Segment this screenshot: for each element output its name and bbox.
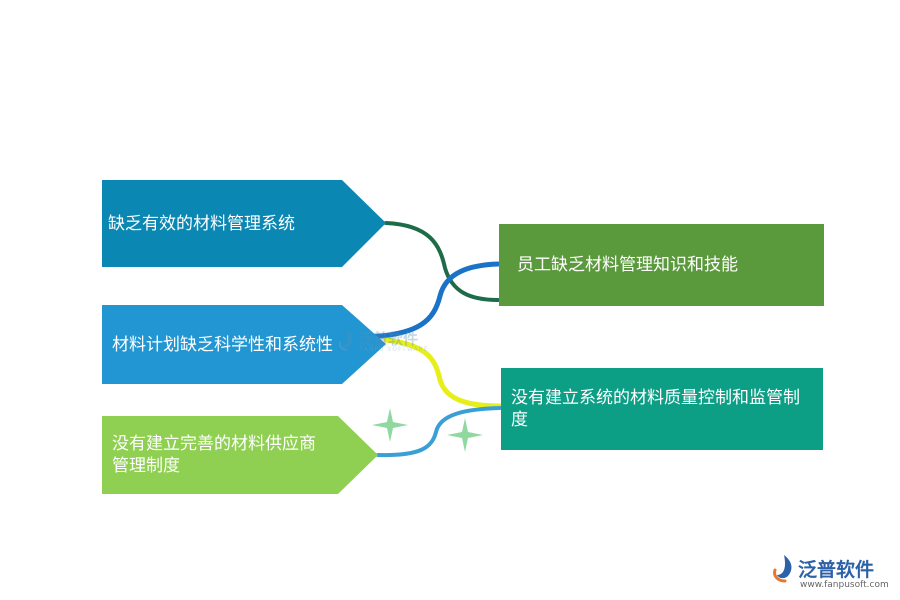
brand-logo-text: 泛普软件 (798, 559, 875, 581)
cause-label-2: 材料计划缺乏科学性和系统性 (112, 334, 333, 355)
brand-logo: 泛普软件 www.fanpusoft.com (770, 553, 895, 593)
cause-label-3: 没有建立完善的材料供应商管理制度 (112, 434, 316, 476)
cause-box-1: 缺乏有效的材料管理系统 (102, 180, 386, 267)
watermark-subtext: FANPU SOFTWARE (360, 346, 429, 353)
cause-box-2: 材料计划缺乏科学性和系统性 (102, 305, 386, 384)
connector-dark-green (384, 221, 500, 302)
connector-yellow (383, 337, 503, 409)
connector-light-blue (376, 406, 502, 458)
brand-logo-url: www.fanpusoft.com (800, 580, 889, 590)
watermark-text: 泛普软件 (358, 330, 419, 348)
watermark-logo-icon (338, 330, 353, 351)
cause-label-5: 没有建立系统的材料质量控制和监管制度 (511, 388, 800, 430)
connector-blue (363, 261, 501, 340)
cause-label-1: 缺乏有效的材料管理系统 (108, 213, 295, 234)
watermark: 泛普软件 FANPU SOFTWARE (336, 328, 446, 358)
cause-label-4: 员工缺乏材料管理知识和技能 (517, 255, 738, 275)
cause-box-5: 没有建立系统的材料质量控制和监管制度 (501, 368, 823, 450)
sparkle-icon (372, 408, 408, 442)
sparkle-icon (447, 418, 483, 452)
cause-box-3: 没有建立完善的材料供应商管理制度 (102, 416, 378, 494)
cause-box-4: 员工缺乏材料管理知识和技能 (499, 224, 824, 306)
brand-logo-icon (773, 555, 792, 583)
